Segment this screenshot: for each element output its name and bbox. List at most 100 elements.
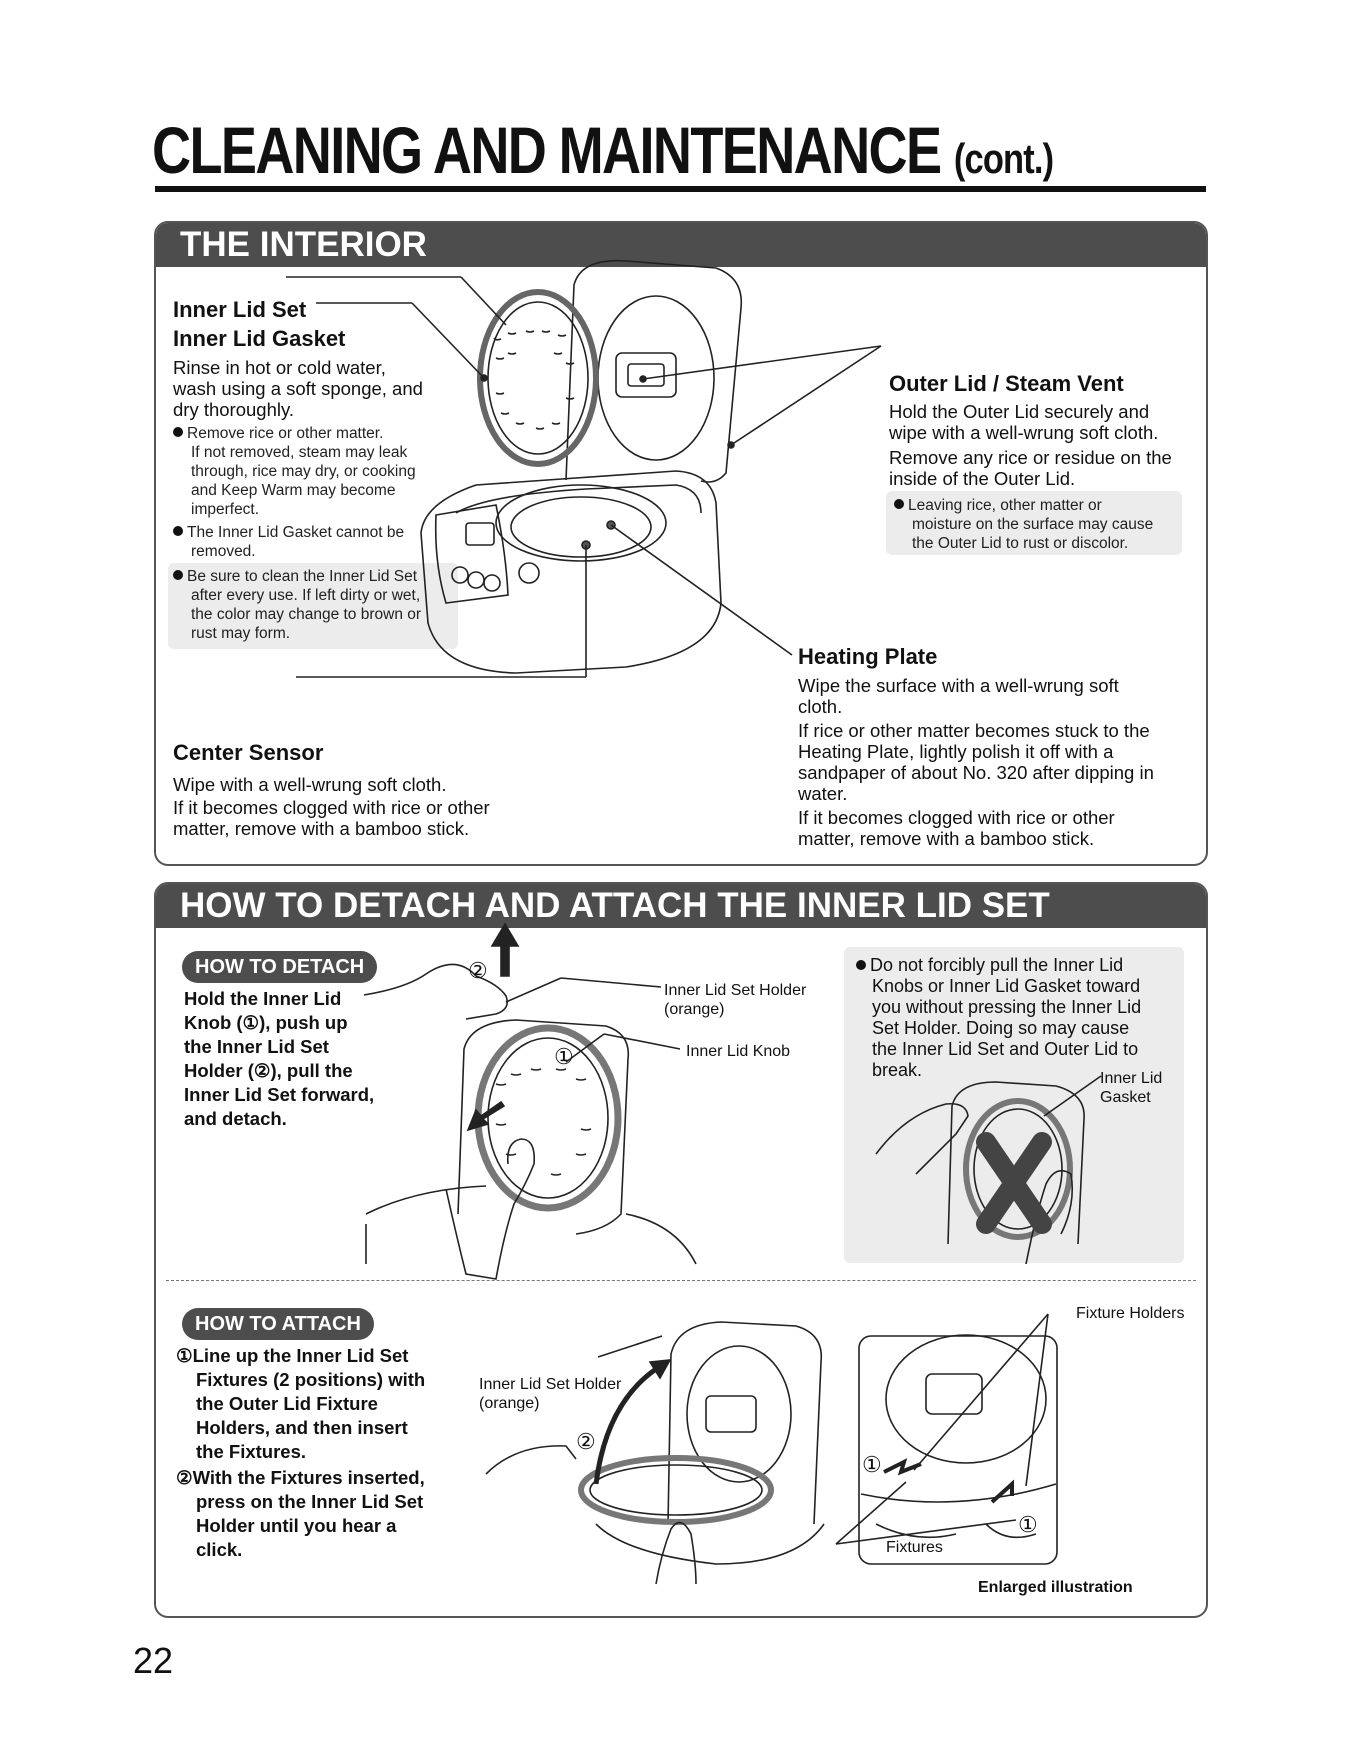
- label-line: Inner Lid Set Holder: [664, 982, 807, 999]
- outer-desc: Hold the Outer Lid securely and wipe wit…: [889, 401, 1172, 489]
- detach-line: Holder (②), pull the: [184, 1060, 353, 1081]
- attach-circle-1b: ①: [1018, 1512, 1038, 1537]
- note-line: the Outer Lid to rust or discolor.: [912, 535, 1129, 552]
- heating-desc: Wipe the surface with a well-wrung soft …: [798, 675, 1154, 849]
- warning-gasket-label: Inner Lid Gasket: [1100, 1069, 1162, 1107]
- label-line: (orange): [479, 1395, 540, 1412]
- heating-desc-line: Heating Plate, lightly polish it off wit…: [798, 741, 1114, 762]
- bullet-dot: [173, 570, 183, 580]
- detach-line: and detach.: [184, 1108, 287, 1129]
- detach-knob-label: Inner Lid Knob: [686, 1043, 791, 1060]
- fixture-holders-label: Fixture Holders: [1076, 1305, 1185, 1322]
- note-line: rust may form.: [191, 625, 291, 642]
- attach-line: click.: [196, 1539, 243, 1560]
- bullet-line: through, rice may dry, or cooking: [191, 463, 416, 480]
- inner-note-box: [168, 563, 458, 649]
- detach-line: Hold the Inner Lid: [184, 988, 342, 1009]
- heating-desc-line: Wipe the surface with a well-wrung soft: [798, 675, 1119, 696]
- attach-step-2: ②With the Fixtures inserted, press on th…: [176, 1466, 425, 1562]
- bullet-line: and Keep Warm may become: [191, 482, 396, 499]
- inner-desc-line: Rinse in hot or cold water,: [173, 357, 386, 378]
- center-desc-line: Wipe with a well-wrung soft cloth.: [173, 774, 447, 795]
- page-title: CLEANING AND MAINTENANCE (cont.): [152, 112, 1054, 188]
- inner-desc-line: wash using a soft sponge, and: [173, 378, 423, 399]
- detach-circle-1: ①: [554, 1044, 574, 1069]
- inner-lid-gasket-label: Inner Lid Gasket: [173, 326, 346, 351]
- section-divider: [166, 1280, 1196, 1281]
- attach-circle-1a: ①: [862, 1452, 882, 1477]
- heating-plate-label: Heating Plate: [798, 644, 938, 669]
- attach-line: ②With the Fixtures inserted,: [176, 1467, 425, 1488]
- interior-panel: THE INTERIOR Inner Lid Set Inner Lid Gas…: [154, 221, 1208, 866]
- outer-note: Leaving rice, other matter or moisture o…: [894, 496, 1153, 553]
- bullet-line: If not removed, steam may leak: [191, 444, 408, 461]
- bullet-line: imperfect.: [191, 501, 260, 518]
- outer-lid-label: Outer Lid / Steam Vent: [889, 371, 1124, 396]
- attach-illustration: [485, 1313, 1058, 1585]
- detach-illustration: [363, 922, 697, 1280]
- title-suffix: (cont.): [953, 135, 1054, 182]
- heating-desc-line: matter, remove with a bamboo stick.: [798, 828, 1095, 849]
- heating-desc-line: If it becomes clogged with rice or other: [798, 807, 1115, 828]
- bullet-line: removed.: [191, 543, 256, 560]
- note-line: Be sure to clean the Inner Lid Set: [187, 568, 418, 585]
- bullet-dot: [173, 427, 183, 437]
- heating-desc-line: If rice or other matter becomes stuck to…: [798, 720, 1150, 741]
- attach-line: ①Line up the Inner Lid Set: [176, 1345, 409, 1366]
- note-line: the color may change to brown or: [191, 606, 422, 623]
- attach-step-1: ①Line up the Inner Lid Set Fixtures (2 p…: [176, 1344, 425, 1464]
- warning-box: [844, 947, 1184, 1263]
- attach-line: Holders, and then insert: [196, 1417, 408, 1438]
- attach-line: the Fixtures.: [196, 1441, 306, 1462]
- heating-desc-line: water.: [798, 783, 848, 804]
- detach-line: Inner Lid Set forward,: [184, 1084, 375, 1105]
- detach-circle-2: ②: [468, 958, 488, 983]
- label-line: Inner Lid Set Holder: [479, 1376, 622, 1393]
- inner-desc: Rinse in hot or cold water, wash using a…: [173, 357, 423, 420]
- attach-line: the Outer Lid Fixture: [196, 1393, 378, 1414]
- attach-pill: HOW TO ATTACH: [182, 1308, 374, 1340]
- center-desc-line: If it becomes clogged with rice or other: [173, 797, 490, 818]
- detach-holder-label: Inner Lid Set Holder (orange): [664, 981, 806, 1019]
- warning-line: Knobs or Inner Lid Gasket toward: [872, 976, 1141, 996]
- title-rule: [155, 186, 1206, 192]
- detach-pill: HOW TO DETACH: [182, 951, 378, 983]
- warning-line: the Inner Lid Set and Outer Lid to: [872, 1039, 1139, 1059]
- detach-line: Knob (①), push up: [184, 1012, 348, 1033]
- detach-attach-panel: HOW TO DETACH AND ATTACH THE INNER LID S…: [154, 882, 1208, 1618]
- inner-desc-line: dry thoroughly.: [173, 399, 294, 420]
- center-desc-line: matter, remove with a bamboo stick.: [173, 818, 470, 839]
- interior-heading: THE INTERIOR: [156, 223, 1206, 267]
- outer-desc-line: wipe with a well-wrung soft cloth.: [889, 422, 1159, 443]
- center-sensor-label: Center Sensor: [173, 740, 324, 765]
- title-main: CLEANING AND MAINTENANCE: [152, 113, 942, 187]
- bullet-line: The Inner Lid Gasket cannot be: [187, 524, 405, 541]
- label-line: Inner Lid: [1100, 1070, 1163, 1087]
- warning-illustration: [875, 1075, 1102, 1265]
- outer-desc-line: Remove any rice or residue on the: [889, 447, 1172, 468]
- label-line: (orange): [664, 1001, 725, 1018]
- inner-bullet-2: The Inner Lid Gasket cannot be removed.: [173, 523, 404, 561]
- attach-line: Fixtures (2 positions) with: [196, 1369, 426, 1390]
- warning-line: you without pressing the Inner Lid: [872, 997, 1142, 1017]
- bullet-dot: [173, 526, 183, 536]
- note-line: after every use. If left dirty or wet,: [191, 587, 421, 604]
- warning-text: Do not forcibly pull the Inner Lid Knobs…: [856, 955, 1141, 1081]
- attach-line: Holder until you hear a: [196, 1515, 397, 1536]
- attach-line: press on the Inner Lid Set: [196, 1491, 424, 1512]
- heating-desc-line: sandpaper of about No. 320 after dipping…: [798, 762, 1154, 783]
- outer-desc-line: inside of the Outer Lid.: [889, 468, 1076, 489]
- bullet-dot: [894, 499, 904, 509]
- outer-desc-line: Hold the Outer Lid securely and: [889, 401, 1150, 422]
- detach-line: the Inner Lid Set: [184, 1036, 329, 1057]
- heating-desc-line: cloth.: [798, 696, 843, 717]
- page-number: 22: [133, 1640, 174, 1681]
- warning-line: break.: [872, 1060, 923, 1080]
- bullet-dot: [856, 960, 866, 970]
- fixtures-label: Fixtures: [886, 1539, 943, 1556]
- outer-note-box: [886, 491, 1182, 555]
- warning-line: Set Holder. Doing so may cause: [872, 1018, 1130, 1038]
- inner-bullet-1: Remove rice or other matter. If not remo…: [173, 424, 416, 519]
- warning-line: Do not forcibly pull the Inner Lid: [870, 955, 1124, 975]
- bullet-line: Remove rice or other matter.: [187, 425, 384, 442]
